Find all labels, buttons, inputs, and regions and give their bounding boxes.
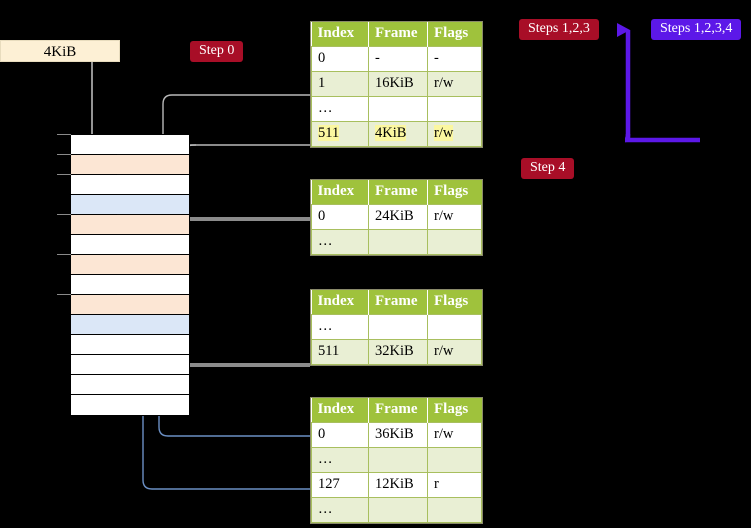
column-header-index: Index — [311, 180, 369, 205]
column-header-flags: Flags — [427, 22, 482, 47]
table-cell-index: 1 — [311, 71, 369, 97]
memory-frame-row — [71, 295, 189, 315]
table-cell-frame — [368, 447, 428, 473]
table-cell-flags: r/w — [427, 121, 482, 147]
steps-1234-badge: Steps 1,2,3,4 — [651, 19, 742, 40]
highlighted-value: 511 — [318, 125, 340, 141]
highlighted-value: 4KiB — [375, 125, 407, 141]
column-header-frame: Frame — [368, 290, 428, 315]
table-cell-frame: 36KiB — [368, 422, 428, 448]
table-cell-flags: - — [427, 46, 482, 72]
table-cell-flags — [427, 229, 482, 255]
table-cell-index: … — [311, 447, 369, 473]
column-header-flags: Flags — [427, 290, 482, 315]
column-header-index: Index — [311, 398, 369, 423]
memory-tick — [57, 154, 71, 155]
table-cell-index: 0 — [311, 422, 369, 448]
column-header-index: Index — [311, 290, 369, 315]
memory-frame-row — [71, 275, 189, 295]
table-row: … — [311, 497, 482, 523]
step-4-badge: Step 4 — [521, 158, 575, 179]
memory-frame-row — [71, 395, 189, 415]
table-cell-flags — [427, 96, 482, 122]
table-cell-flags — [427, 497, 482, 523]
memory-frame-row — [71, 375, 189, 395]
memory-tick — [57, 294, 71, 295]
table-cell-index: 511 — [311, 339, 369, 365]
table-cell-index: … — [311, 314, 369, 340]
memory-frame-row — [71, 335, 189, 355]
memory-frame-row — [71, 195, 189, 215]
table-cell-flags: r/w — [427, 204, 482, 230]
column-header-flags: Flags — [427, 398, 482, 423]
memory-frame-row — [71, 135, 189, 155]
column-header-frame: Frame — [368, 180, 428, 205]
table-cell-frame: - — [368, 46, 428, 72]
table-cell-flags: r/w — [427, 71, 482, 97]
table-cell-frame — [368, 96, 428, 122]
table-cell-flags: r — [427, 472, 482, 498]
table-row: … — [311, 96, 482, 122]
memory-column — [70, 134, 190, 416]
table-cell-frame — [368, 497, 428, 523]
table-cell-flags — [427, 447, 482, 473]
memory-frame-row — [71, 255, 189, 275]
table-cell-index: 0 — [311, 46, 369, 72]
table-cell-index: 511 — [311, 121, 369, 147]
table-row: … — [311, 447, 482, 473]
memory-frame-row — [71, 315, 189, 335]
table-cell-flags: r/w — [427, 339, 482, 365]
memory-frame-row — [71, 155, 189, 175]
table-cell-frame — [368, 229, 428, 255]
table-cell-flags: r/w — [427, 422, 482, 448]
memory-frame-row — [71, 355, 189, 375]
memory-tick — [57, 254, 71, 255]
table-cell-frame: 4KiB — [368, 121, 428, 147]
table-cell-index: 127 — [311, 472, 369, 498]
step-0-badge: Step 0 — [190, 41, 244, 62]
column-header-flags: Flags — [427, 180, 482, 205]
memory-tick — [57, 134, 71, 135]
memory-tick — [57, 214, 71, 215]
steps-123-badge: Steps 1,2,3 — [519, 19, 599, 40]
memory-tick — [57, 174, 71, 175]
table-row: … — [311, 229, 482, 255]
table-cell-frame: 12KiB — [368, 472, 428, 498]
table-cell-frame: 24KiB — [368, 204, 428, 230]
size-label-4kib: 4KiB — [0, 40, 120, 62]
column-header-frame: Frame — [368, 22, 428, 47]
table-cell-flags — [427, 314, 482, 340]
table-cell-index: 0 — [311, 204, 369, 230]
table-row: … — [311, 314, 482, 340]
table-cell-index: … — [311, 229, 369, 255]
column-header-index: Index — [311, 22, 369, 47]
table-cell-index: … — [311, 96, 369, 122]
memory-frame-row — [71, 175, 189, 195]
memory-frame-row — [71, 235, 189, 255]
table-cell-frame: 32KiB — [368, 339, 428, 365]
table-cell-index: … — [311, 497, 369, 523]
table-cell-frame: 16KiB — [368, 71, 428, 97]
highlighted-value: r/w — [434, 125, 454, 141]
table-cell-frame — [368, 314, 428, 340]
column-header-frame: Frame — [368, 398, 428, 423]
table-row: 511 4KiB r/w — [311, 121, 482, 147]
memory-frame-row — [71, 215, 189, 235]
table-row: 0-- — [311, 46, 482, 72]
